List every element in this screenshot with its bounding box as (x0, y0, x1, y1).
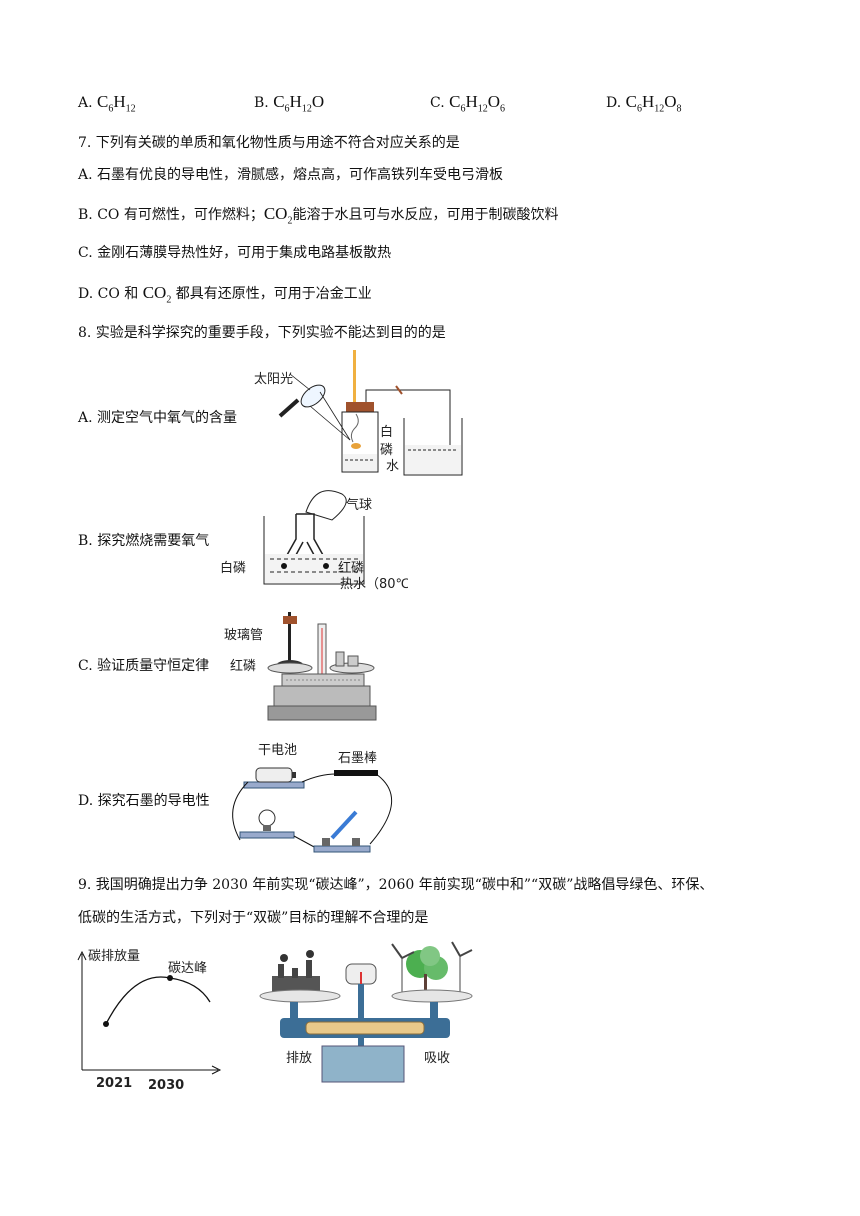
magnifier-icon (278, 384, 326, 418)
q7-option-a: A. 石墨有优良的导电性，滑腻感，熔点高，可作高铁列车受电弓滑板 (78, 167, 504, 183)
chart-tick-2021: 2021 (96, 1076, 132, 1091)
q8-stem: 8. 实验是科学探究的重要手段，下列实验不能达到目的的是 (78, 325, 446, 341)
figure-a-apparatus: 太阳光 白 磷 水 (254, 350, 463, 476)
q8-option-c: C. 验证质量守恒定律 (78, 658, 210, 674)
q6-option-a: A. C6H12 (78, 92, 136, 115)
chart-tick-2030: 2030 (148, 1078, 184, 1093)
label-emission: 排放 (286, 1051, 312, 1066)
figure-c-apparatus: 玻璃管 红磷 (224, 612, 377, 721)
q7-option-c: C. 金刚石薄膜导热性好，可用于集成电路基板散热 (78, 245, 392, 261)
q7-option-b: B. CO 有可燃性，可作燃料；CO2能溶于水且可与水反应，可用于制碳酸饮料 (78, 204, 559, 227)
label-red-phosphorus: 红磷 (338, 560, 364, 576)
wind-turbine-icon (391, 941, 473, 994)
q8-option-b: B. 探究燃烧需要氧气 (78, 533, 210, 549)
label-dry-battery: 干电池 (258, 743, 297, 758)
label-phosphorus: 磷 (380, 443, 393, 458)
label-graphite-rod: 石墨棒 (338, 751, 377, 766)
figure-b-apparatus: 气球 白磷 红磷 热水（80℃） (220, 490, 408, 592)
formula: C6H12 (97, 92, 136, 115)
figure-d-apparatus: 干电池 石墨棒 (232, 743, 392, 853)
q6-option-d: D. C6H12O8 (606, 92, 682, 115)
formula: C6H12O6 (449, 92, 506, 115)
label-sunlight: 太阳光 (254, 372, 293, 387)
chart-point-2021 (103, 1021, 109, 1027)
q6-option-b: B. C6H12O (254, 92, 325, 115)
q6-option-c: C. C6H12O6 (430, 92, 506, 115)
label-glass-tube: 玻璃管 (224, 628, 263, 643)
chart-point-peak (167, 975, 173, 981)
q8-option-a: A. 测定空气中氧气的含量 (78, 410, 238, 426)
q9-line-1: 9. 我国明确提出力争 2030 年前实现“碳达峰”，2060 年前实现“碳中和… (78, 877, 714, 893)
label-white: 白 (380, 424, 393, 440)
tree-icon (406, 946, 448, 992)
chart-ylabel: 碳排放量 (88, 949, 140, 964)
label-hot-water: 热水（80℃） (340, 577, 408, 592)
label-absorption: 吸收 (424, 1051, 450, 1066)
label-water: 水 (386, 459, 399, 474)
q7-stem: 7. 下列有关碳的单质和氧化物性质与用途不符合对应关系的是 (78, 135, 460, 151)
label-white-phosphorus: 白磷 (220, 560, 246, 576)
carbon-emission-chart: 碳排放量 碳达峰 2021 2030 (77, 949, 222, 1093)
carbon-balance-scale: 排放 吸收 (259, 941, 473, 1083)
q7-option-d: D. CO 和 CO2 都具有还原性，可用于冶金工业 (78, 283, 372, 306)
formula: C6H12O8 (625, 92, 682, 115)
q8-option-d: D. 探究石墨的导电性 (78, 793, 210, 809)
label-red-phosphorus: 红磷 (230, 658, 256, 674)
chart-peak-label: 碳达峰 (168, 961, 207, 976)
label-balloon: 气球 (346, 497, 372, 513)
q9-line-2: 低碳的生活方式，下列对于“双碳”目标的理解不合理的是 (78, 910, 429, 926)
formula: C6H12O (273, 92, 325, 115)
